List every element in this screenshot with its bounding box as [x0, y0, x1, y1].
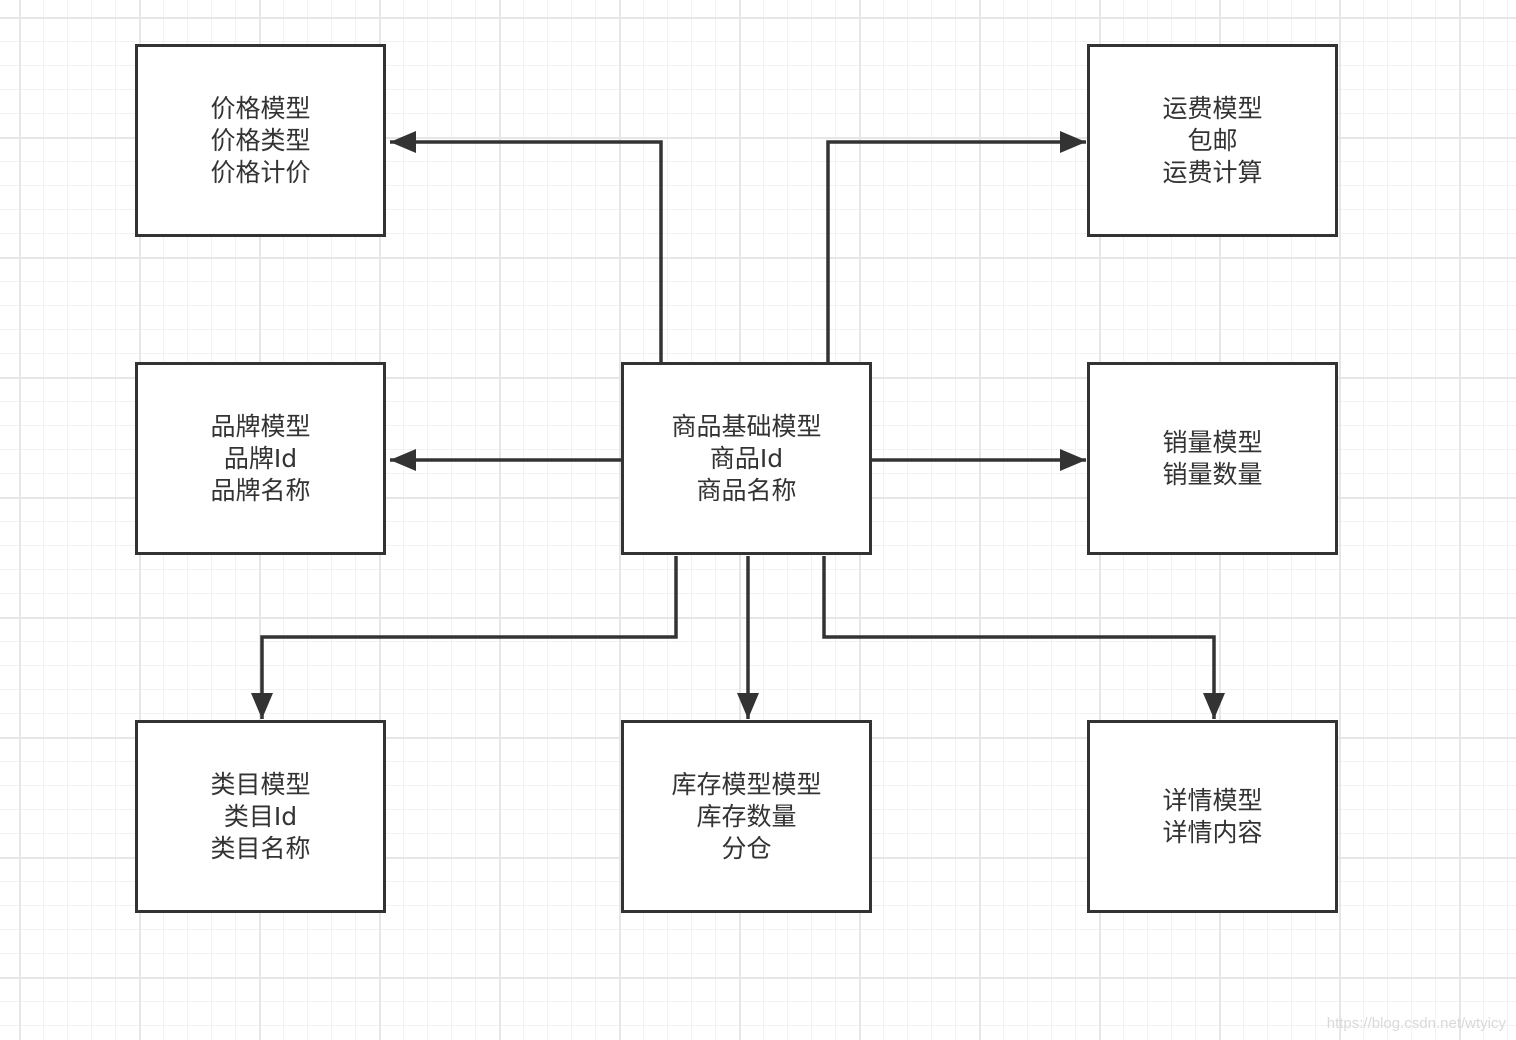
arrow-center-to-price [390, 131, 663, 363]
arrow-center-to-detail [822, 556, 1225, 719]
category-id-text: 类目Id [223, 801, 298, 831]
brand-model-title: 品牌模型 [210, 411, 311, 441]
warehouse-split-text: 分仓 [721, 833, 772, 863]
price-calc-text: 价格计价 [210, 157, 311, 187]
product-base-model-box: 商品基础模型 商品Id 商品名称 [621, 362, 872, 555]
shipping-calc-text: 运费计算 [1162, 157, 1263, 187]
sales-model-title: 销量模型 [1162, 427, 1263, 457]
detail-content-text: 详情内容 [1162, 817, 1263, 847]
product-id-text: 商品Id [709, 443, 784, 473]
brand-model-box: 品牌模型 品牌Id 品牌名称 [135, 362, 386, 555]
category-model-title: 类目模型 [210, 769, 311, 799]
inventory-model-title: 库存模型模型 [671, 769, 822, 799]
sales-model-box: 销量模型 销量数量 [1087, 362, 1338, 555]
brand-name-text: 品牌名称 [210, 475, 311, 505]
product-name-text: 商品名称 [696, 475, 797, 505]
detail-model-box: 详情模型 详情内容 [1087, 720, 1338, 913]
arrow-center-to-shipping [826, 131, 1086, 363]
sales-quantity-text: 销量数量 [1162, 459, 1263, 489]
watermark-text: https://blog.csdn.net/wtyicy [1326, 1015, 1506, 1032]
price-model-box: 价格模型 价格类型 价格计价 [135, 44, 386, 237]
product-base-model-title: 商品基础模型 [671, 411, 822, 441]
free-shipping-text: 包邮 [1187, 125, 1238, 155]
category-name-text: 类目名称 [210, 833, 311, 863]
detail-model-title: 详情模型 [1162, 785, 1263, 815]
inventory-model-box: 库存模型模型 库存数量 分仓 [621, 720, 872, 913]
price-type-text: 价格类型 [210, 125, 311, 155]
inventory-quantity-text: 库存数量 [696, 801, 797, 831]
price-model-title: 价格模型 [210, 93, 311, 123]
shipping-model-box: 运费模型 包邮 运费计算 [1087, 44, 1338, 237]
arrow-center-to-category [251, 556, 678, 719]
shipping-model-title: 运费模型 [1162, 93, 1263, 123]
brand-id-text: 品牌Id [223, 443, 298, 473]
category-model-box: 类目模型 类目Id 类目名称 [135, 720, 386, 913]
